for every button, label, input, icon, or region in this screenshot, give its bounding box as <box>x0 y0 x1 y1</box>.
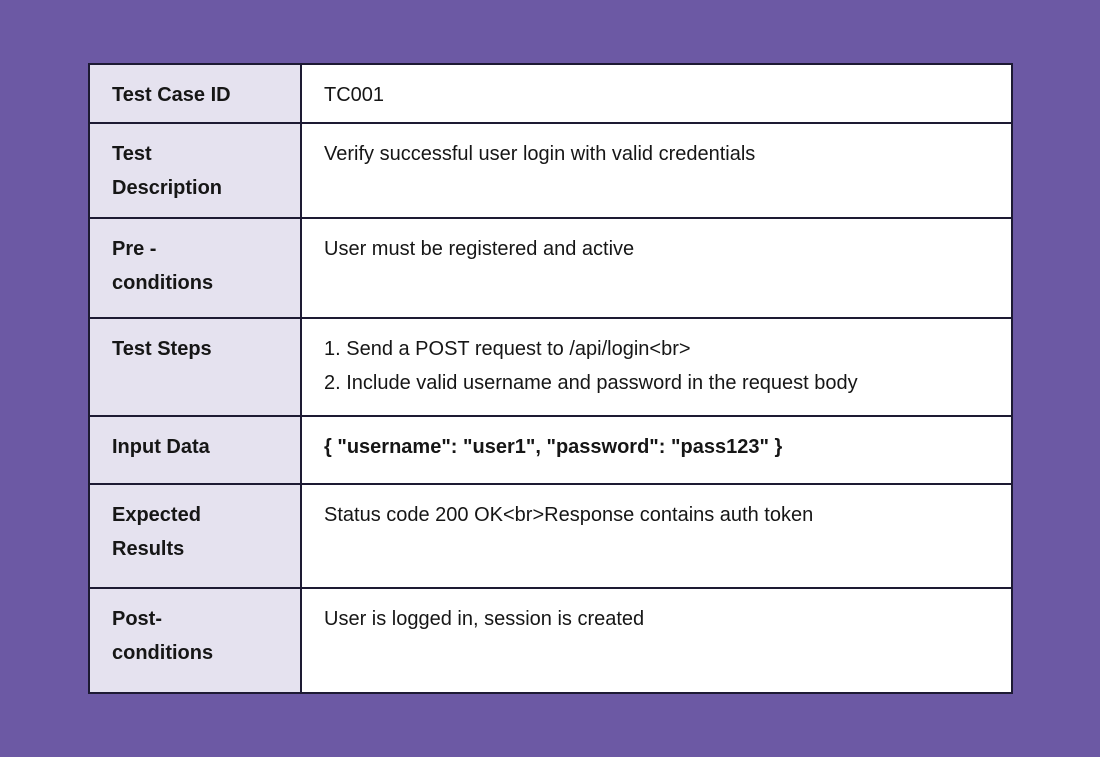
row-label-post-conditions: Post- conditions <box>88 587 302 694</box>
table-row: Post- conditions User is logged in, sess… <box>88 587 1013 694</box>
table-row: Test Description Verify successful user … <box>88 122 1013 219</box>
row-label-pre-conditions: Pre - conditions <box>88 217 302 319</box>
table-row: Test Steps 1. Send a POST request to /ap… <box>88 317 1013 417</box>
table-row: Expected Results Status code 200 OK<br>R… <box>88 483 1013 589</box>
row-label-test-description: Test Description <box>88 122 302 219</box>
row-value-test-steps: 1. Send a POST request to /api/login<br>… <box>300 317 1013 417</box>
row-value-pre-conditions: User must be registered and active <box>300 217 1013 319</box>
row-label-expected-results: Expected Results <box>88 483 302 589</box>
row-label-test-steps: Test Steps <box>88 317 302 417</box>
row-value-input-data: { "username": "user1", "password": "pass… <box>300 415 1013 485</box>
test-case-table: Test Case ID TC001 Test Description Veri… <box>88 63 1013 694</box>
table-row: Input Data { "username": "user1", "passw… <box>88 415 1013 485</box>
row-value-test-case-id: TC001 <box>300 63 1013 124</box>
table-row: Test Case ID TC001 <box>88 63 1013 124</box>
row-value-post-conditions: User is logged in, session is created <box>300 587 1013 694</box>
row-value-expected-results: Status code 200 OK<br>Response contains … <box>300 483 1013 589</box>
table-row: Pre - conditions User must be registered… <box>88 217 1013 319</box>
row-value-test-description: Verify successful user login with valid … <box>300 122 1013 219</box>
row-label-input-data: Input Data <box>88 415 302 485</box>
row-label-test-case-id: Test Case ID <box>88 63 302 124</box>
